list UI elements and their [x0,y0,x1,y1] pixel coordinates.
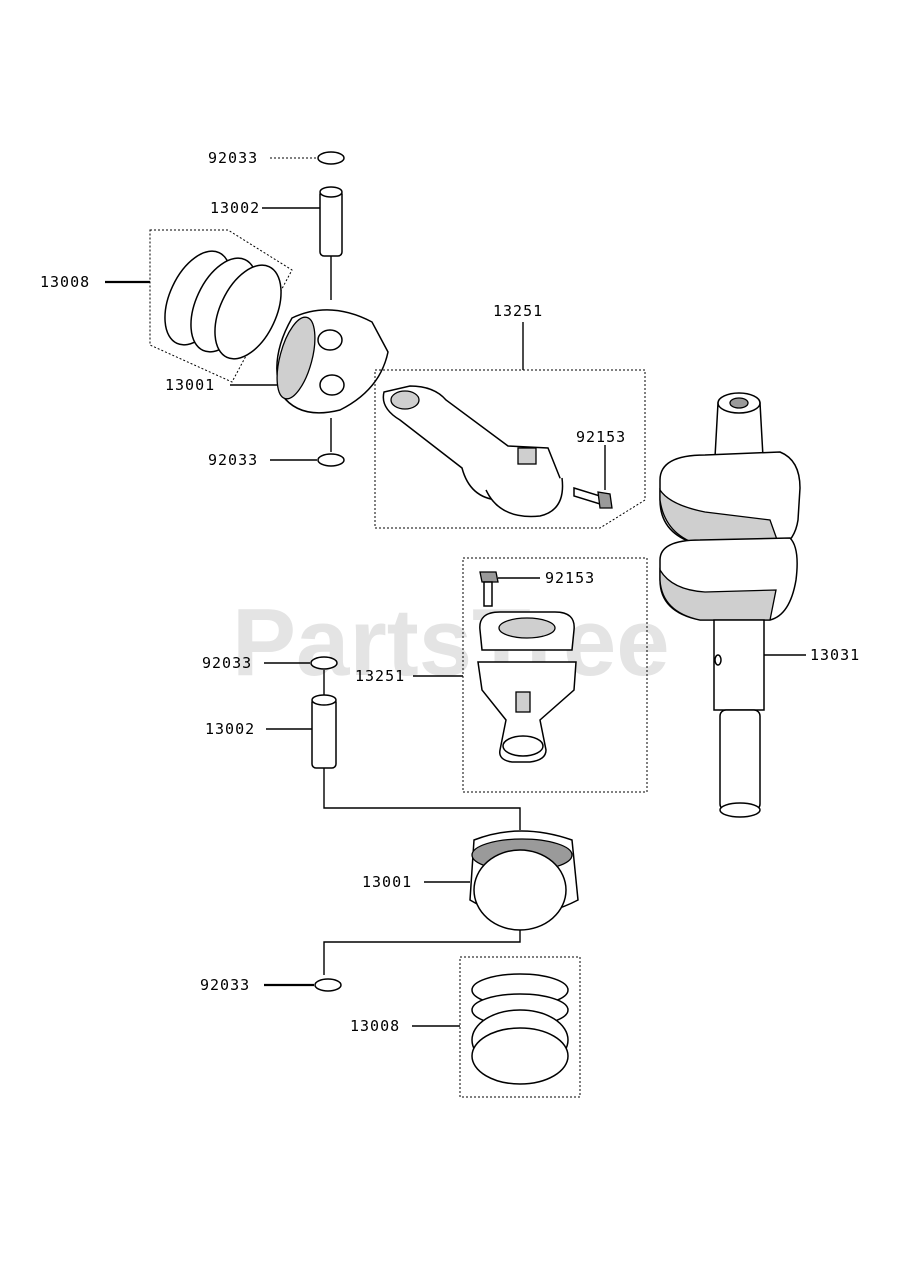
label-13251-lower[interactable]: 13251 [355,667,405,685]
watermark: PartsTree [232,589,670,696]
label-92033-bottom[interactable]: 92033 [200,976,250,994]
label-13002-top[interactable]: 13002 [210,199,260,217]
snap-ring-mid[interactable] [264,656,338,696]
piston-top[interactable] [230,309,389,414]
snap-ring-top-lower[interactable] [270,418,345,467]
piston-lower[interactable] [323,830,579,975]
label-13008-bottom[interactable]: 13008 [350,1017,400,1035]
snap-ring-top[interactable] [270,151,345,165]
piston-pin-top[interactable] [262,186,343,300]
crankshaft[interactable] [659,392,806,818]
label-92033-top-lower[interactable]: 92033 [208,451,258,469]
snap-ring-bottom[interactable] [264,978,342,992]
label-13002-lower[interactable]: 13002 [205,720,255,738]
piston-rings-top[interactable] [105,229,295,383]
label-92033-top[interactable]: 92033 [208,149,258,167]
bolt-lower[interactable] [479,571,540,607]
label-92153-lower[interactable]: 92153 [545,569,595,587]
label-13031[interactable]: 13031 [810,646,860,664]
piston-rings-bottom[interactable] [412,956,581,1098]
label-13008-top[interactable]: 13008 [40,273,90,291]
label-92153-top[interactable]: 92153 [576,428,626,446]
label-13001-lower[interactable]: 13001 [362,873,412,891]
connecting-rod-lower[interactable] [413,557,648,793]
label-92033-mid[interactable]: 92033 [202,654,252,672]
label-13001-top[interactable]: 13001 [165,376,215,394]
bolt-top[interactable] [573,445,613,509]
piston-pin-lower[interactable] [266,694,521,830]
connecting-rod-top[interactable]: 13251 [374,302,646,529]
label-13251-top[interactable]: 13251 [493,302,543,320]
